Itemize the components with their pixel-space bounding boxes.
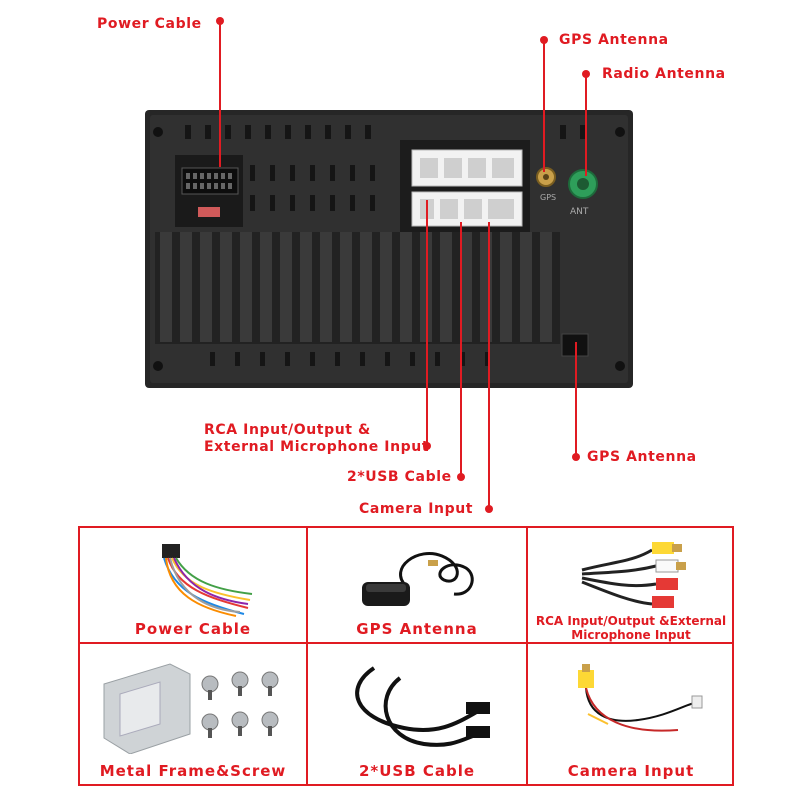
accessory-label: RCA Input/Output &External [535,614,727,628]
callout-camera-input: Camera Input [359,501,474,517]
callout-line-usb [460,222,462,477]
grid-divider [80,642,732,644]
usb-cables-icon [355,666,490,747]
accessory-label: Metal Frame&Screw [99,762,287,780]
head-unit-back-panel: GPS ANT [145,110,633,388]
gps-port-marking: GPS [540,193,556,202]
accessory-label-line2: Microphone Input [571,628,691,642]
accessory-camera-input: Camera Input [528,644,734,786]
callout-line-radio [585,74,587,176]
accessory-label: Power Cable [134,620,252,638]
accessory-label: 2*USB Cable [358,762,476,780]
gps-antenna-icon [362,552,474,606]
callout-power-cable: Power Cable [97,16,202,32]
callout-radio-antenna: Radio Antenna [602,66,726,82]
accessory-power-cable: Power Cable [80,528,306,642]
callout-line-gps-top [543,40,545,172]
accessory-rca-cable: RCA Input/Output &External Microphone In… [528,528,734,642]
callout-dot-usb [457,473,465,481]
accessory-metal-frame-screw: Metal Frame&Screw [80,644,306,786]
accessories-grid: Power Cable GPS Antenna RCA Inpu [78,526,734,786]
callout-line-rca [426,200,428,446]
metal-frame-screws-icon [103,663,279,754]
callout-usb-cable: 2*USB Cable [347,469,452,485]
callout-line-gps-side [575,342,577,457]
power-cable-harness-icon [162,544,253,617]
accessory-label: GPS Antenna [356,620,478,638]
rca-cable-icon [581,542,686,608]
callout-gps-antenna-top: GPS Antenna [559,32,669,48]
callout-dot-rca [423,442,431,450]
callout-gps-antenna-side: GPS Antenna [587,449,697,465]
callout-rca-line2: External Microphone Input [204,439,430,455]
callout-line-power [219,21,221,167]
ant-port-marking: ANT [570,207,589,217]
callout-rca-line1: RCA Input/Output & [204,422,371,438]
callout-dot-gps-side [572,453,580,461]
grid-divider [526,528,528,784]
camera-cable-icon [578,664,703,732]
callout-dot-camera [485,505,493,513]
callout-line-camera [488,222,490,509]
grid-divider [306,528,308,784]
accessory-label: Camera Input [567,762,695,780]
accessory-usb-cable: 2*USB Cable [308,644,526,786]
accessory-gps-antenna: GPS Antenna [308,528,526,642]
